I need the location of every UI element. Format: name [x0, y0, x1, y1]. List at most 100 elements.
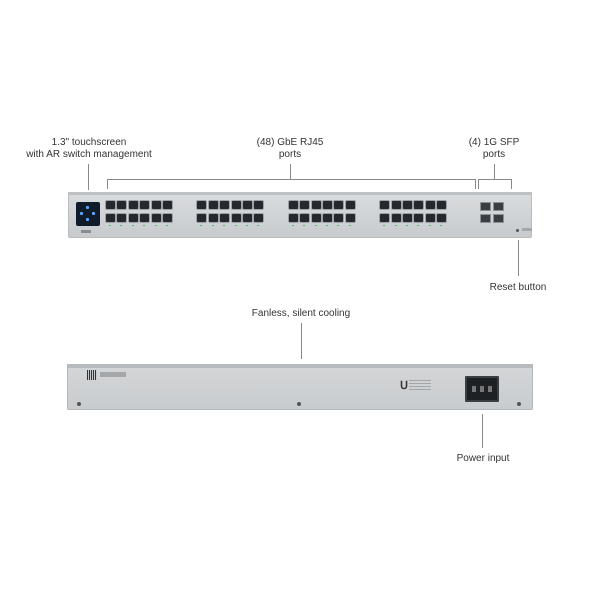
reset-print-mark — [522, 228, 532, 231]
rj45-port[interactable] — [345, 214, 355, 222]
reset-label: Reset button — [489, 282, 547, 293]
screen-indicator-icon — [86, 218, 89, 221]
rj45-port[interactable] — [334, 214, 344, 222]
port-led-icon — [348, 225, 351, 226]
reset-button[interactable] — [516, 229, 519, 232]
rj45-port[interactable] — [163, 214, 172, 222]
rj45-port[interactable] — [254, 214, 264, 222]
sfp-bracket — [478, 179, 512, 189]
qr-code-icon — [87, 370, 97, 380]
rj45-port[interactable] — [163, 201, 172, 209]
rj45-port[interactable] — [140, 201, 150, 209]
power-inlet-socket[interactable] — [465, 376, 499, 402]
sfp-port[interactable] — [493, 202, 504, 211]
cooling-label: Fanless, silent cooling — [251, 308, 351, 319]
rj45-label: (48) GbE RJ45 ports — [228, 137, 352, 161]
port-led-icon — [394, 225, 397, 226]
rj45-port[interactable] — [311, 214, 321, 222]
port-led-icon — [406, 225, 408, 226]
sfp-label: (4) 1G SFP ports — [462, 137, 526, 161]
rj45-port[interactable] — [208, 214, 218, 222]
rj45-port[interactable] — [197, 201, 207, 209]
rj45-port[interactable] — [403, 214, 412, 222]
rj45-port[interactable] — [197, 214, 207, 222]
port-led-icon — [211, 225, 214, 226]
rj45-port[interactable] — [106, 201, 115, 209]
rj45-port[interactable] — [414, 214, 424, 222]
ubiquiti-logo-icon: ᑌ — [400, 380, 409, 392]
rj45-port[interactable] — [231, 214, 241, 222]
rj45-port[interactable] — [391, 214, 401, 222]
socket-pin — [480, 386, 484, 392]
rj45-callout-line — [290, 164, 291, 179]
rj45-port[interactable] — [151, 201, 161, 209]
rj45-port[interactable] — [437, 214, 447, 222]
reset-callout-line — [518, 240, 519, 276]
rj45-port[interactable] — [300, 201, 310, 209]
port-led-icon — [143, 225, 146, 226]
serial-sticker — [100, 372, 126, 377]
rj45-label-line2: ports — [278, 149, 302, 160]
screen-indicator-icon — [80, 212, 83, 215]
rj45-port[interactable] — [380, 214, 390, 222]
port-led-icon — [337, 225, 340, 226]
rj45-port[interactable] — [243, 201, 252, 209]
rj45-port[interactable] — [334, 201, 344, 209]
rj45-port[interactable] — [231, 201, 241, 209]
rj45-port[interactable] — [323, 201, 332, 209]
screw-icon — [77, 402, 81, 406]
sfp-port[interactable] — [480, 202, 491, 211]
rj45-port[interactable] — [254, 201, 264, 209]
rj45-port[interactable] — [128, 201, 138, 209]
sfp-callout-line — [494, 164, 495, 179]
touchscreen-label-line1: 1.3" touchscreen — [51, 137, 127, 148]
socket-pin — [488, 386, 492, 392]
screen-indicator-icon — [92, 212, 95, 215]
port-led-icon — [131, 225, 134, 226]
rj45-port[interactable] — [345, 201, 355, 209]
rj45-port[interactable] — [311, 201, 321, 209]
rj45-port[interactable] — [208, 201, 218, 209]
port-led-icon — [303, 225, 306, 226]
port-led-icon — [257, 225, 260, 226]
screw-icon — [297, 402, 301, 406]
rj45-port[interactable] — [323, 214, 332, 222]
rj45-port[interactable] — [220, 201, 230, 209]
rear-top-rail — [67, 364, 533, 368]
port-led-icon — [120, 225, 123, 226]
port-led-icon — [291, 225, 294, 226]
port-led-icon — [314, 225, 317, 226]
port-led-icon — [109, 225, 111, 226]
rj45-port[interactable] — [300, 214, 310, 222]
rj45-port[interactable] — [220, 214, 230, 222]
switch-rear-panel: ᑌ — [67, 364, 533, 410]
port-led-icon — [326, 225, 328, 226]
sfp-port[interactable] — [493, 214, 504, 223]
rj45-port[interactable] — [243, 214, 252, 222]
rj45-port[interactable] — [288, 201, 298, 209]
power-callout-line — [482, 414, 483, 448]
rj45-port[interactable] — [151, 214, 161, 222]
rj45-port[interactable] — [106, 214, 115, 222]
rj45-port[interactable] — [414, 201, 424, 209]
rj45-port[interactable] — [403, 201, 412, 209]
switch-front-panel — [68, 192, 532, 238]
rj45-port[interactable] — [425, 214, 435, 222]
rj45-port[interactable] — [391, 201, 401, 209]
rj45-port[interactable] — [128, 214, 138, 222]
regulatory-marks — [409, 378, 431, 390]
rj45-port[interactable] — [117, 214, 127, 222]
rj45-port[interactable] — [140, 214, 150, 222]
rj45-port[interactable] — [437, 201, 447, 209]
rj45-port[interactable] — [288, 214, 298, 222]
rj45-port[interactable] — [380, 201, 390, 209]
port-led-icon — [200, 225, 203, 226]
sfp-port[interactable] — [480, 214, 491, 223]
cooling-callout-line — [301, 323, 302, 359]
front-logo-mark — [81, 230, 91, 233]
touchscreen-label: 1.3" touchscreen with AR switch manageme… — [14, 137, 164, 161]
screw-icon — [517, 402, 521, 406]
rj45-port[interactable] — [425, 201, 435, 209]
touchscreen-display[interactable] — [76, 202, 100, 226]
rj45-port[interactable] — [117, 201, 127, 209]
